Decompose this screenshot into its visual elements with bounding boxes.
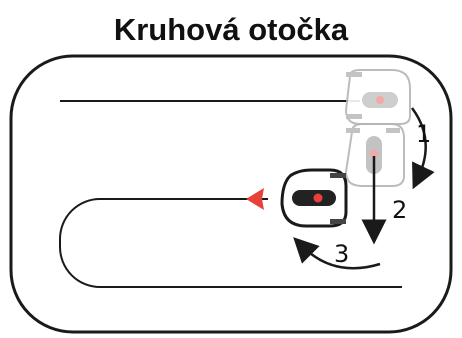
- field-boundary: [9, 54, 453, 334]
- ghost-robot-mid: [344, 123, 405, 187]
- robot-mower: [280, 168, 348, 228]
- step-1-arrow: [410, 107, 435, 190]
- mowing-path-return: [59, 198, 402, 288]
- step-label-1: 1: [416, 120, 431, 148]
- ghost-robot-start: [344, 69, 411, 125]
- diagram-title: Kruhová otočka: [113, 12, 349, 47]
- step-label-2: 2: [392, 196, 407, 224]
- direction-arrow-red: [246, 188, 264, 210]
- step-3-arrow: [293, 237, 381, 270]
- step-label-3: 3: [334, 240, 349, 268]
